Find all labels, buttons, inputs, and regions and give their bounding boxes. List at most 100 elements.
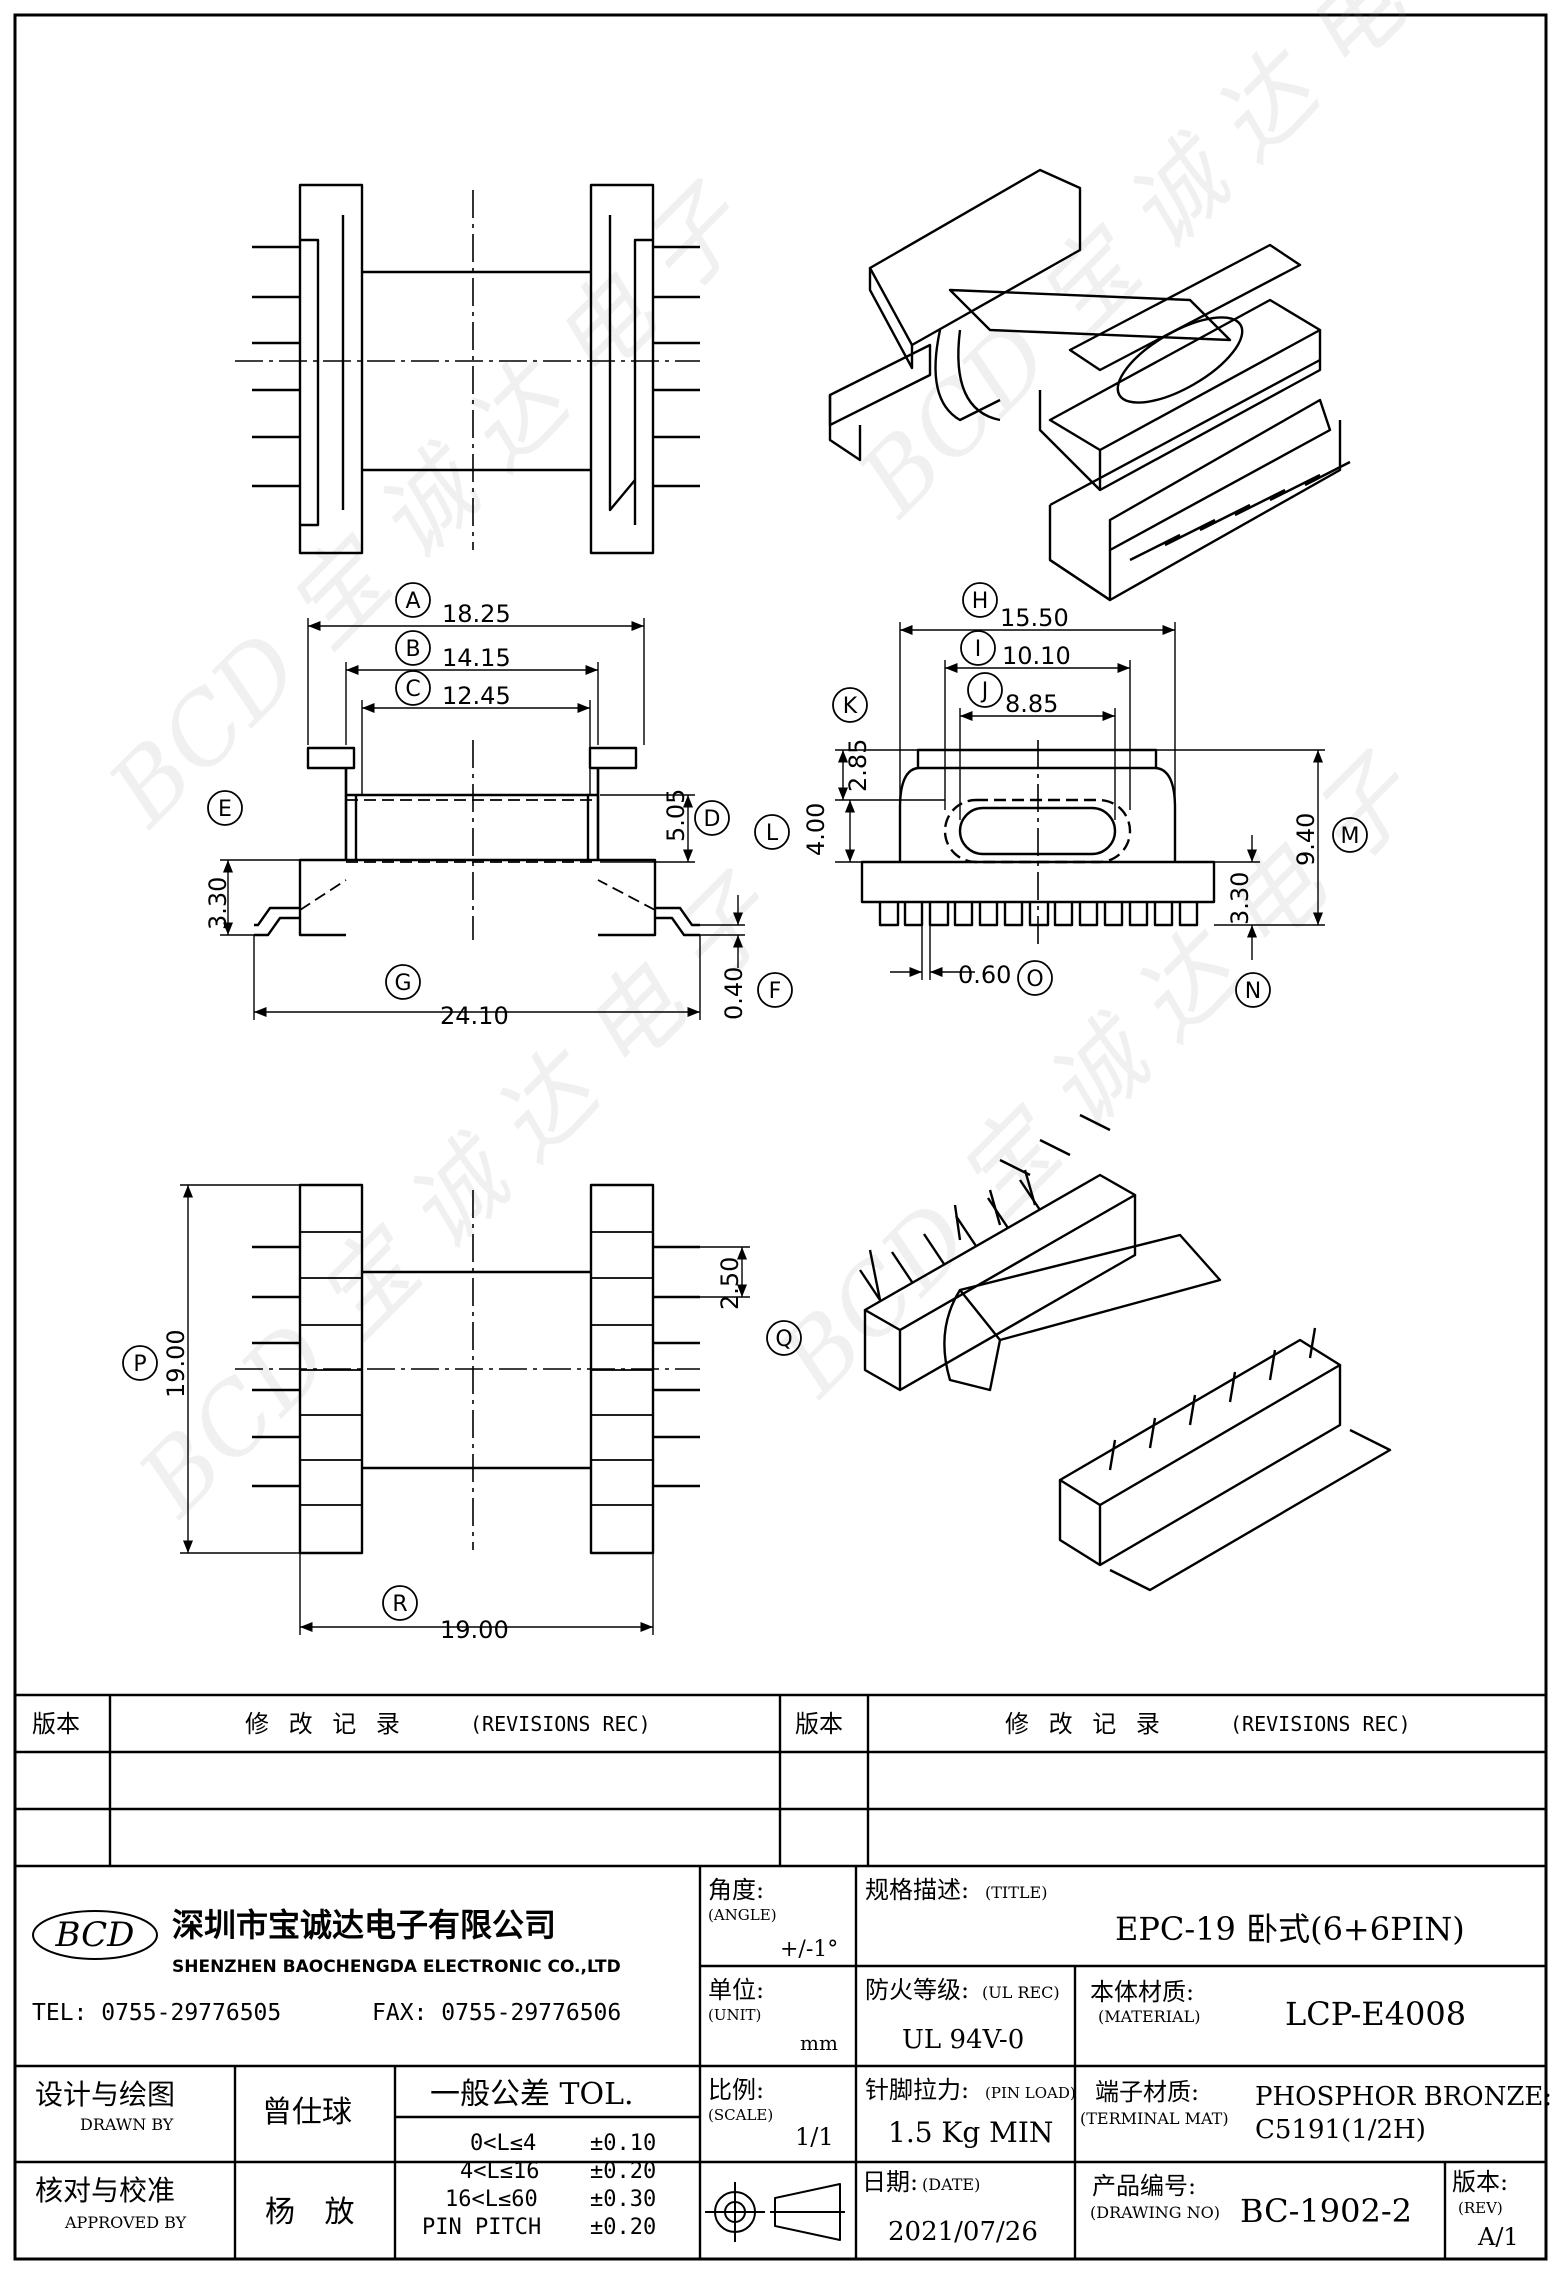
table-lines [15,1693,1546,2259]
watermark-text-4: BCD 宝 诚 达 电 子 [757,736,1439,1418]
material-cn: 本体材质: [1090,1978,1194,2006]
dimension-texts: 18.25 14.15 12.45 5.05 3.30 0.40 24.10 1… [162,600,1320,1644]
tol-range-1: 0<L≤4 [470,2131,536,2156]
tol-range-2: 4<L≤16 [460,2159,539,2184]
balloon-k: K [843,694,858,719]
pin-load-en: (PIN LOAD) [985,2084,1076,2102]
date-en: (DATE) [922,2175,980,2194]
dim-c: 12.45 [442,682,511,710]
balloon-f: F [769,979,782,1004]
balloon-q: Q [775,1327,792,1352]
balloon-i: I [975,637,982,662]
logo-ellipse [32,1910,158,1960]
projection-symbol [705,2182,845,2242]
balloon-m: M [1341,824,1360,849]
unit-cn: 单位: [708,1976,764,2004]
title-cn: 规格描述: [865,1876,969,1904]
tol-val-3: ±0.30 [590,2187,656,2212]
rev-cn: 版本: [1452,2168,1508,2196]
designer-en: DRAWN BY [80,2115,174,2134]
company-name-cn: 深圳市宝诚达电子有限公司 [172,1906,556,1944]
watermark-text-3: BCD 宝 诚 达 电 子 [117,856,799,1538]
company-logo: BCD [55,1915,135,1955]
dim-o: 0.60 [958,961,1011,989]
title-en: (TITLE) [985,1883,1047,1902]
tol-val-1: ±0.10 [590,2131,656,2156]
pin-load-val: 1.5 Kg MIN [888,2116,1053,2149]
rev-title-en-left: (REVISIONS REC) [470,1712,651,1736]
balloon-b: B [405,637,420,662]
top-view [235,183,700,555]
dim-j: 8.85 [1005,690,1058,718]
company-name-en: SHENZHEN BAOCHENGDA ELECTRONIC CO.,LTD [172,1957,621,1977]
company-tel: TEL: 0755-29776505 [32,2000,281,2026]
dim-h: 15.50 [1000,604,1069,632]
scale-en: (SCALE) [708,2106,773,2124]
dim-f: 0.40 [720,967,748,1020]
title-val: EPC-19 卧式(6+6PIN) [1115,1910,1465,1948]
balloon-j: J [980,679,989,704]
approver-val: 杨 放 [265,2195,365,2230]
terminal-val-1: PHOSPHOR BRONZE: [1255,2082,1552,2112]
terminal-en: (TERMINAL MAT) [1080,2109,1229,2128]
tol-range-4: PIN PITCH [422,2215,541,2240]
balloon-a: A [405,589,420,614]
balloon-d: D [704,807,721,832]
balloon-g: G [394,971,411,996]
balloon-r: R [392,1592,407,1617]
dim-k: 2.85 [844,739,872,792]
ul-val: UL 94V-0 [902,2025,1024,2055]
dim-i: 10.10 [1002,642,1071,670]
dim-l: 4.00 [802,803,830,856]
angle-val: +/-1° [780,1937,838,1962]
designer-cn: 设计与绘图 [35,2078,175,2111]
balloon-p: P [133,1352,146,1377]
dim-r: 19.00 [440,1616,509,1644]
material-en: (MATERIAL) [1098,2007,1200,2026]
unit-val: mm [800,2031,838,2055]
balloon-o: O [1026,967,1043,992]
unit-en: (UNIT) [708,2006,761,2024]
tol-val-4: ±0.20 [590,2215,656,2240]
side-view [860,740,1216,945]
sheet-border [13,13,1548,2261]
angle-cn: 角度: [708,1876,764,1904]
balloon-l: L [766,821,779,846]
watermark-text-1: BCD 宝 诚 达 电 子 [87,166,769,848]
terminal-cn: 端子材质: [1095,2078,1199,2106]
dim-p: 19.00 [162,1329,190,1398]
pin-load-cn: 针脚拉力: [865,2076,969,2104]
scale-val: 1/1 [795,2123,834,2151]
ul-en: (UL REC) [982,1983,1060,2002]
terminal-val-2: C5191(1/2H) [1255,2115,1426,2145]
balloon-h: H [972,589,989,614]
tolerance-rows: 0<L≤4 ±0.10 4<L≤16 ±0.20 16<L≤60 ±0.30 P… [422,2131,656,2240]
dim-d: 5.05 [662,789,690,842]
dimension-lines [180,618,1325,1635]
balloon-c: C [405,677,420,702]
watermark-text-2: BCD 宝 诚 达 电 子 [837,0,1519,538]
material-val: LCP-E4008 [1285,1995,1466,2033]
rev-title-cn-left: 修 改 记 录 [245,1710,406,1738]
rev-title-en-right: (REVISIONS REC) [1230,1712,1411,1736]
approver-cn: 核对与校准 [35,2174,175,2207]
dim-e: 3.30 [204,877,232,930]
angle-en: (ANGLE) [708,1906,777,1924]
iso-view-top [828,168,1351,602]
drawing-no-en: (DRAWING NO) [1090,2203,1220,2222]
ul-cn: 防火等级: [865,1976,969,2004]
tol-val-2: ±0.20 [590,2159,656,2184]
date-val: 2021/07/26 [888,2217,1038,2247]
rev-en: (REV) [1458,2199,1503,2217]
balloons [122,582,1368,1621]
watermark: BCD 宝 诚 达 电 子 BCD 宝 诚 达 电 子 BCD 宝 诚 达 电 … [87,0,1519,1538]
company-fax: FAX: 0755-29776506 [372,2000,621,2026]
rev-val: A/1 [1477,2223,1519,2251]
dim-a: 18.25 [442,600,511,628]
dim-n: 3.30 [1226,872,1254,925]
front-view [254,740,700,940]
balloon-e: E [218,797,232,822]
scale-cn: 比例: [708,2076,764,2104]
tolerance-title: 一般公差 TOL. [430,2077,634,2112]
